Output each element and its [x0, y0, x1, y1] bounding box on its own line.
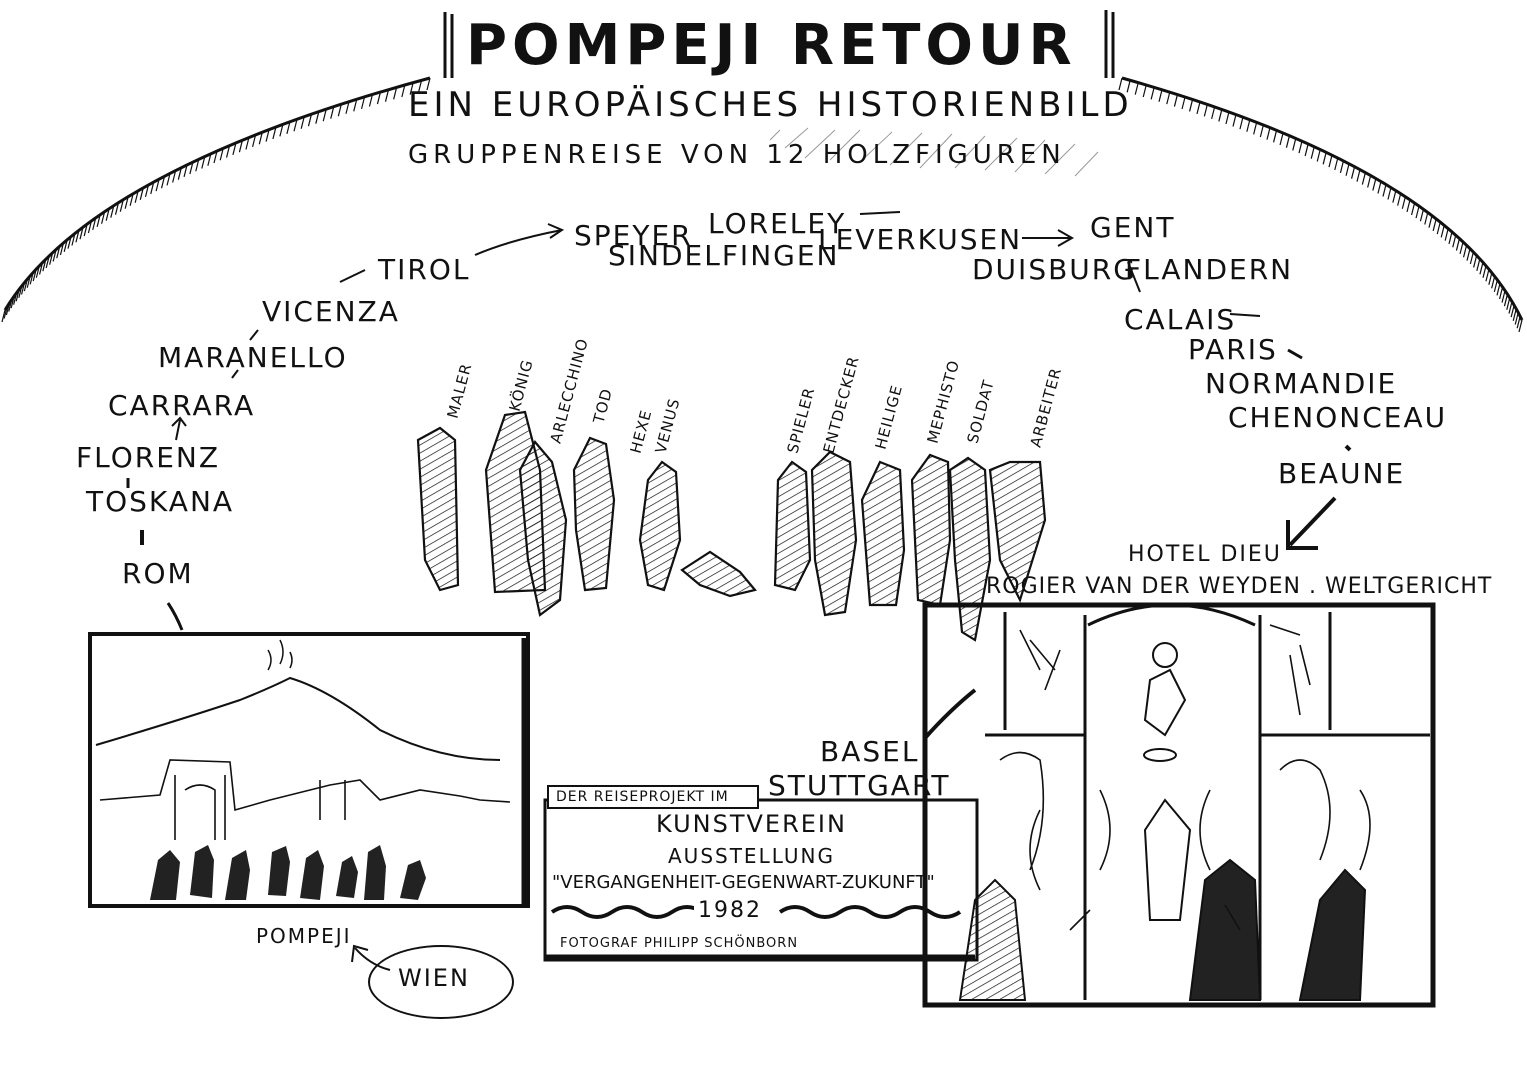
painting-caption: ROGIER VAN DER WEYDEN . WELTGERICHT: [986, 574, 1493, 599]
route-normandie: NORMANDIE: [1205, 367, 1398, 400]
title-bracket-right: [1104, 10, 1115, 78]
route-stuttgart: STUTTGART: [768, 769, 951, 802]
route-duisburg: DUISBURG: [972, 253, 1137, 286]
route-calais: CALAIS: [1124, 303, 1237, 336]
exhibition-name: "VERGANGENHEIT-GEGENWART-ZUKUNFT": [552, 872, 935, 893]
exhibition-header: DER REISEPROJEKT IM: [556, 789, 729, 805]
exhibition-wave: [550, 905, 962, 919]
route-speyer: SPEYER: [574, 219, 693, 252]
exhibition-credit: FOTOGRAF PHILIPP SCHÖNBORN: [560, 936, 799, 951]
connector-flandern: [1127, 261, 1141, 293]
connector-normandie: [1287, 348, 1303, 360]
route-maranello: MARANELLO: [158, 341, 348, 374]
page-title: POMPEJI RETOUR: [466, 13, 1077, 78]
route-sindelfingen: SINDELFINGEN: [608, 239, 840, 272]
pompeji-label: POMPEJI: [256, 924, 352, 948]
ruins: [99, 759, 511, 840]
route-rom: ROM: [122, 557, 194, 590]
exhibition-type: AUSSTELLUNG: [668, 844, 835, 868]
vesuvius: [95, 676, 501, 761]
connector-paris: [1229, 313, 1261, 317]
connector-rom: [166, 602, 184, 631]
route-loreley: LORELEY: [708, 207, 847, 240]
arrow-beaune-hotel: [1286, 496, 1337, 550]
route-basel: BASEL: [820, 735, 920, 768]
connector-basel: [923, 688, 977, 740]
arrow-florenz-carrara: [171, 416, 187, 441]
tagline-hatch: [769, 127, 1099, 177]
arrow-tirol-speyer: [474, 223, 565, 256]
route-beaune: BEAUNE: [1278, 457, 1406, 490]
route-gent: GENT: [1090, 211, 1176, 244]
connector-tirol: [339, 269, 366, 283]
arrow-leverkusen-gent: [1022, 229, 1075, 247]
route-florenz: FLORENZ: [76, 441, 221, 474]
painting-figures: [958, 642, 1367, 1001]
wien-label: WIEN: [398, 964, 470, 992]
figure-silhouettes: [416, 410, 1047, 642]
connector-beaune: [1344, 444, 1352, 452]
painting-scribbles: [999, 624, 1371, 931]
exhibition-year: 1982: [694, 900, 766, 922]
route-hotel-dieu: HOTEL DIEU: [1128, 542, 1282, 567]
exhibition-venue: KUNSTVEREIN: [656, 810, 847, 838]
pompeji-figures: [150, 845, 426, 900]
volcano-smoke: [267, 639, 293, 671]
route-tirol: TIROL: [378, 253, 471, 286]
route-chenonceau: CHENONCEAU: [1228, 401, 1448, 434]
route-toskana: TOSKANA: [86, 485, 235, 518]
route-paris: PARIS: [1188, 333, 1278, 366]
route-flandern: FLANDERN: [1125, 253, 1294, 286]
page-tagline: GRUPPENREISE VON 12 HOLZFIGUREN: [408, 140, 1066, 170]
wien-badge: [368, 945, 514, 1019]
connector-loreley: [859, 211, 901, 215]
route-carrara: CARRARA: [108, 389, 256, 422]
page-subtitle: EIN EUROPÄISCHES HISTORIENBILD: [408, 85, 1133, 125]
title-bracket-left: [443, 12, 454, 78]
arch-ticks: [1, 77, 1523, 333]
exhibition-card-frame: [543, 798, 979, 962]
connector-maranello: [231, 369, 239, 379]
route-vicenza: VICENZA: [262, 295, 400, 328]
connector-vicenza: [249, 329, 259, 341]
route-leverkusen: LEVERKUSEN: [818, 223, 1023, 256]
